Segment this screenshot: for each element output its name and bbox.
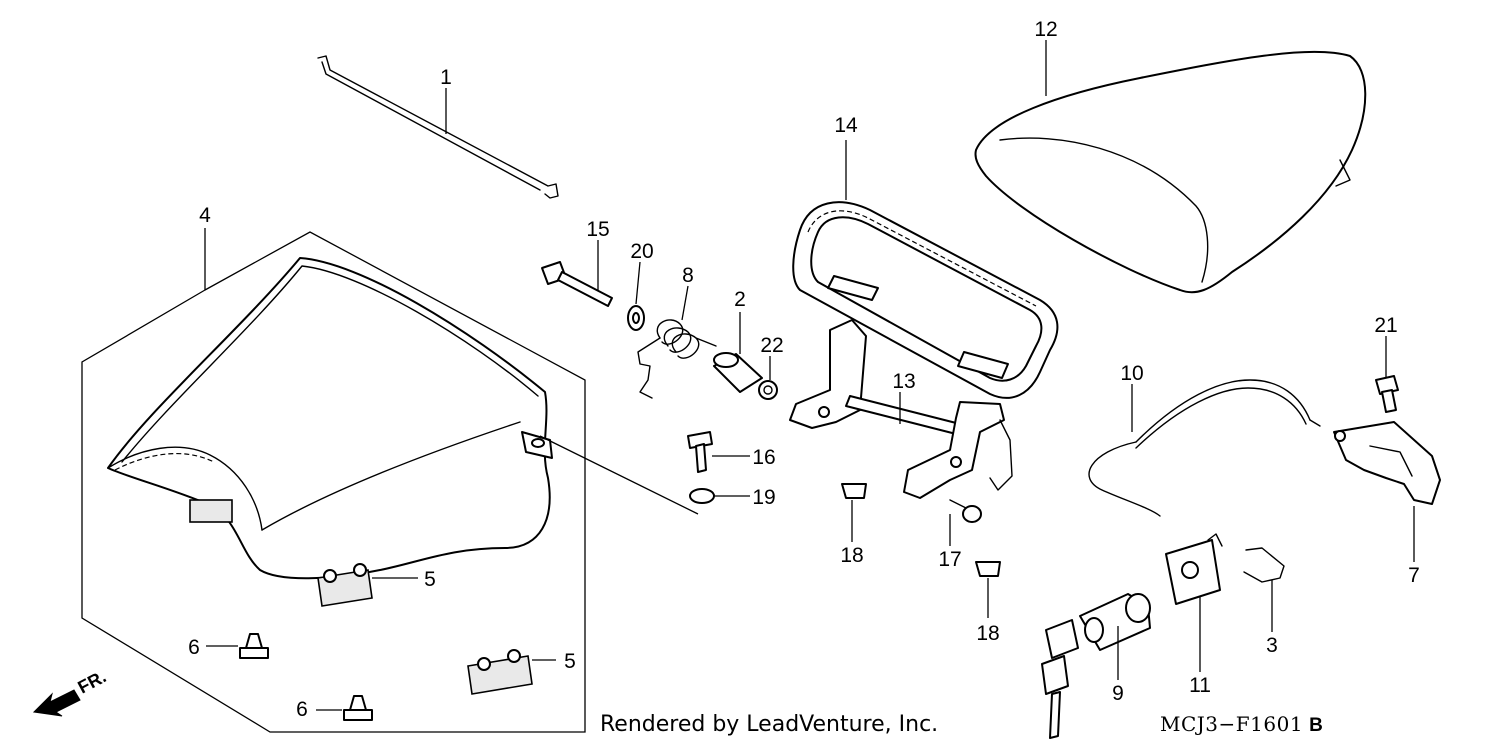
callout-17: 17 xyxy=(938,548,961,571)
callout-9: 9 xyxy=(1112,682,1124,705)
part-18-grommet-b xyxy=(975,561,1001,577)
callout-20: 20 xyxy=(630,240,653,263)
part-21-bolt xyxy=(1375,375,1399,413)
callout-18b: 18 xyxy=(976,622,999,645)
part-19-nut xyxy=(689,488,715,504)
diagram-code-suffix: B xyxy=(1309,715,1324,736)
part-5-plate-a xyxy=(317,563,373,607)
callout-7: 7 xyxy=(1408,564,1420,587)
part-20-washer xyxy=(627,305,645,331)
part-15-bolt xyxy=(541,261,613,307)
part-5-plate-b xyxy=(467,649,533,695)
callout-3: 3 xyxy=(1266,634,1278,657)
callout-14: 14 xyxy=(834,114,858,137)
part-12-rear-seat xyxy=(974,50,1367,294)
callout-10: 10 xyxy=(1120,362,1143,385)
part-9-key-set xyxy=(1041,593,1151,739)
callout-6a: 6 xyxy=(188,636,200,659)
callout-13: 13 xyxy=(892,370,915,393)
front-direction-arrow: FR. xyxy=(32,666,109,717)
callout-19: 19 xyxy=(752,486,775,509)
part-22-grommet xyxy=(758,380,778,400)
callout-5a: 5 xyxy=(424,568,436,591)
callout-2: 2 xyxy=(734,288,746,311)
leader-lines xyxy=(204,40,1415,711)
callout-12: 12 xyxy=(1034,18,1057,41)
callout-11: 11 xyxy=(1189,674,1211,697)
part-7-latch xyxy=(1333,421,1441,505)
front-direction-label: FR. xyxy=(74,666,109,697)
callout-4: 4 xyxy=(199,204,211,227)
part-6-cushion-a xyxy=(239,633,269,659)
diagram-code-number: MCJ3−F1601 xyxy=(1160,712,1304,736)
part-14-grab-strap xyxy=(792,201,1059,399)
callout-18a: 18 xyxy=(840,544,863,567)
part-10-cable xyxy=(1088,379,1321,517)
callout-16: 16 xyxy=(752,446,775,469)
callout-8: 8 xyxy=(682,264,694,287)
part-2-collar xyxy=(713,352,763,393)
part-8-spring xyxy=(637,319,717,399)
callout-labels: 1 2 3 4 5 5 6 6 7 8 9 10 11 12 13 14 15 … xyxy=(188,18,1420,721)
part-3-clip xyxy=(1243,547,1285,583)
part-1-rod xyxy=(317,55,559,199)
callout-22: 22 xyxy=(760,334,783,357)
callout-6b: 6 xyxy=(296,698,308,721)
part-11-plate xyxy=(1165,533,1223,605)
part-18-grommet-a xyxy=(841,483,867,499)
part-17-screw xyxy=(949,499,982,523)
callout-21: 21 xyxy=(1374,314,1397,337)
callout-5b: 5 xyxy=(564,650,576,673)
credit-text: Rendered by LeadVenture, Inc. xyxy=(600,712,939,737)
callout-15: 15 xyxy=(586,218,609,241)
callout-1: 1 xyxy=(440,66,452,89)
part-4-front-seat xyxy=(107,257,553,580)
part-13-bracket xyxy=(789,319,1013,499)
part-16-bolt xyxy=(687,431,713,473)
seat-assembly-frame xyxy=(81,231,586,733)
part-6-cushion-b xyxy=(343,695,373,721)
